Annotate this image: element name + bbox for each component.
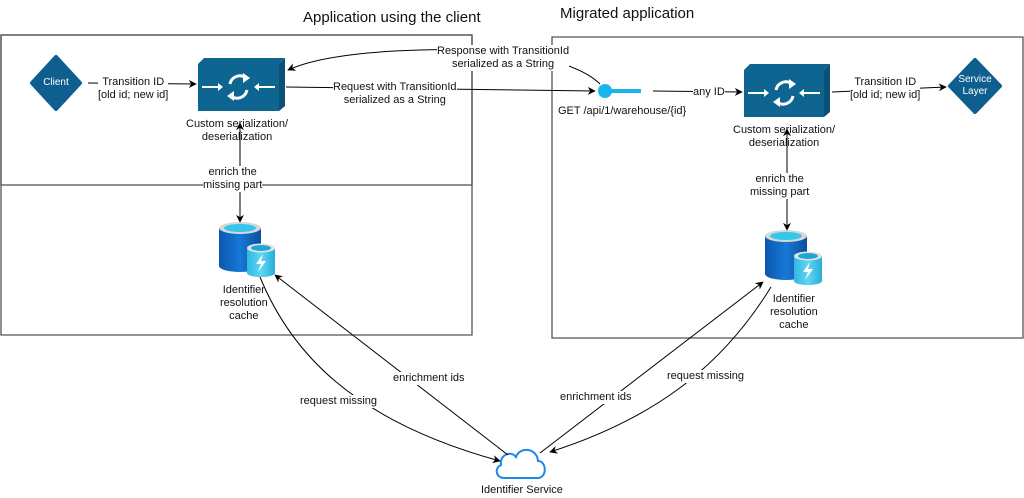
left-app-title: Application using the client (303, 9, 481, 26)
label-line: enrich the (208, 166, 257, 178)
edge-label-any-id: any ID (693, 86, 725, 99)
right-cache-icon (765, 230, 822, 285)
label-line: cache (229, 310, 259, 322)
right-request-missing-label: request missing (667, 370, 745, 383)
right-serializer-node[interactable] (744, 64, 830, 117)
right-enrichment-ids-label: enrichment ids (560, 391, 632, 404)
left-enrichment-ids-label: enrichment ids (393, 372, 465, 385)
edge-label-response: Response with TransitionId serialized as… (437, 45, 570, 71)
left-cache-label: Identifier resolution cache (220, 284, 268, 323)
label-line: [old id; new id] (98, 89, 169, 101)
edge-right-request-missing (549, 286, 772, 454)
edge-left-request-missing (259, 276, 501, 463)
label-line: resolution (770, 306, 818, 318)
right-cache-label: Identifier resolution cache (770, 293, 818, 332)
left-serializer-node[interactable] (198, 58, 285, 111)
label-line: Identifier (222, 284, 265, 296)
label-line: Custom serialization/ (186, 118, 289, 130)
left-enrich-label: enrich the missing part (203, 166, 263, 192)
right-app-frame-outline (551, 36, 1024, 339)
api-endpoint-node[interactable] (598, 84, 641, 98)
edge-label-service-transition: Transition ID [old id; new id] (850, 76, 921, 102)
service-layer-label-line1: Service (958, 74, 992, 85)
label-line: resolution (220, 297, 268, 309)
label-line: deserialization (748, 137, 820, 149)
service-layer-node[interactable] (948, 58, 1002, 114)
edge-label-client-transition: Transition ID [old id; new id] (98, 76, 169, 102)
service-layer-label: Service Layer (950, 74, 1000, 98)
left-app-frame-outline (0, 34, 473, 336)
right-app-title: Migrated application (560, 5, 695, 22)
edge-right-enrichment-ids (539, 281, 764, 454)
client-node[interactable] (30, 55, 82, 111)
client-label: Client (43, 77, 69, 88)
label-line: serialized as a String (343, 94, 446, 106)
label-line: [old id; new id] (850, 89, 921, 101)
edge-label-request: Request with TransitionId serialized as … (333, 81, 457, 107)
left-serializer-label: Custom serialization/ deserialization (186, 118, 288, 144)
label-line: missing part (750, 186, 810, 198)
edge-left-enrichment-ids (274, 274, 509, 456)
identifier-service-label: Identifier Service (481, 484, 563, 496)
right-serializer-label: Custom serialization/ deserialization (733, 124, 835, 150)
label-line: Transition ID (102, 76, 165, 88)
left-cache-icon (219, 222, 275, 277)
right-enrich-label: enrich the missing part (750, 173, 810, 199)
lightning-icon (803, 262, 813, 280)
label-line: missing part (203, 179, 263, 191)
identifier-service-cloud-icon[interactable] (495, 449, 546, 479)
service-layer-label-line2: Layer (962, 86, 988, 97)
label-line: serialized as a String (451, 58, 555, 70)
label-line: Custom serialization/ (733, 124, 836, 136)
lightning-icon (256, 254, 266, 272)
label-line: Transition ID (854, 76, 917, 88)
endpoint-label: GET /api/1/warehouse/{id} (558, 105, 687, 117)
left-request-missing-label: request missing (300, 395, 378, 408)
label-line: cache (779, 319, 809, 331)
label-line: enrich the (755, 173, 804, 185)
label-line: deserialization (201, 131, 273, 143)
label-line: Request with TransitionId (333, 81, 457, 93)
edges (87, 49, 947, 463)
label-line: Response with TransitionId (437, 45, 570, 57)
label-line: Identifier (772, 293, 815, 305)
